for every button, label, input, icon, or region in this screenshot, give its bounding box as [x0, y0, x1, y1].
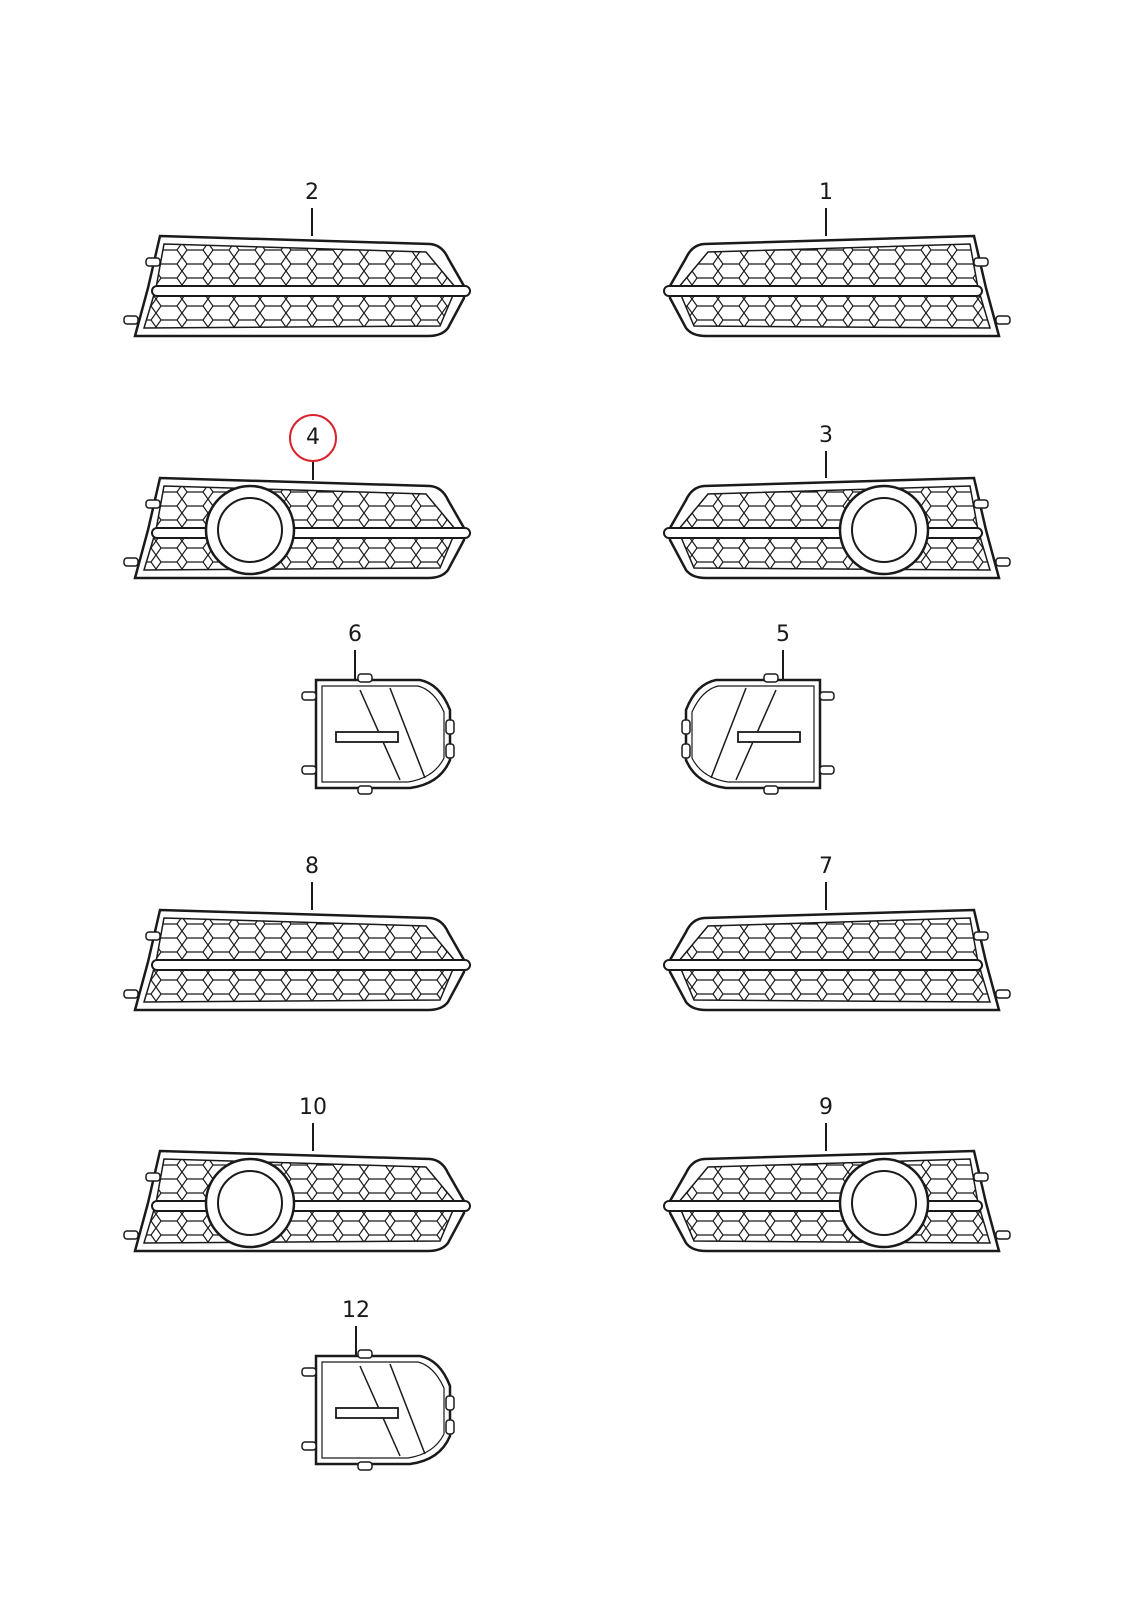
leader-line [312, 1123, 314, 1151]
leader-line [825, 451, 827, 478]
part-label-7: 7 [819, 854, 833, 879]
leader-line [825, 1123, 827, 1151]
part-label-2: 2 [305, 180, 319, 205]
leader-line [355, 1326, 357, 1356]
cover-left-shape [300, 672, 456, 796]
part-label-8: 8 [305, 854, 319, 879]
grille-left-foglight-shape [130, 478, 480, 588]
part-label-6: 6 [348, 622, 362, 647]
grille-right-foglight-shape [664, 478, 1014, 588]
grille-left-foglight-shape [130, 1151, 480, 1261]
grille-right-shape [664, 236, 1014, 346]
part-label-4: 4 [306, 425, 320, 450]
part-label-9: 9 [819, 1095, 833, 1120]
highlight-ring [289, 414, 337, 462]
part-label-1: 1 [819, 180, 833, 205]
cover-left-shape [300, 1348, 456, 1472]
grille-left-shape [122, 234, 472, 338]
leader-line [311, 882, 313, 910]
part-label-10: 10 [299, 1095, 327, 1120]
cover-right-shape [680, 680, 840, 800]
part-label-12: 12 [342, 1298, 370, 1323]
leader-line [825, 208, 827, 236]
grille-right-shape [664, 910, 1014, 1020]
part-label-5: 5 [776, 622, 790, 647]
leader-line [782, 650, 784, 680]
grille-left-shape [122, 908, 472, 1012]
leader-line [311, 208, 313, 236]
grille-right-foglight-shape [664, 1151, 1014, 1261]
leader-line [354, 650, 356, 680]
part-label-3: 3 [819, 423, 833, 448]
leader-line [312, 462, 314, 480]
leader-line [825, 882, 827, 910]
